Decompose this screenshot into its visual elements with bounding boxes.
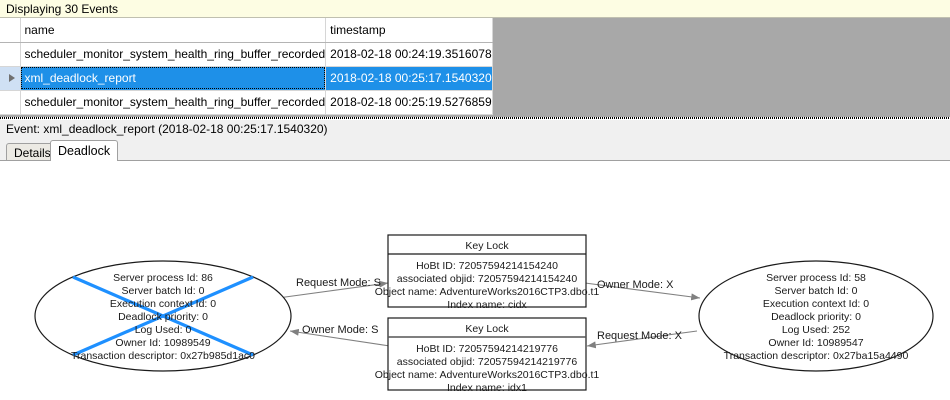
deadlock-graph-pane[interactable]: Request Mode: S Owner Mode: S Owner Mode… [0, 160, 950, 400]
resource-top-line-3: Index name: cidx [447, 299, 527, 311]
cell-name[interactable]: scheduler_monitor_system_health_ring_buf… [20, 90, 327, 115]
edge-right-owner-top: Owner Mode: X [584, 279, 701, 301]
edge-label-right-request-bottom: Request Mode: X [597, 330, 683, 342]
edge-left-request-top: Request Mode: S [277, 277, 389, 299]
edge-label-left-owner-bottom: Owner Mode: S [302, 324, 378, 336]
grid-focus-border [0, 117, 950, 119]
resource-bottom-title: Key Lock [465, 323, 509, 335]
survivor-line-5: Owner Id: 10989547 [768, 337, 863, 349]
table-row[interactable]: scheduler_monitor_system_health_ring_buf… [0, 42, 493, 67]
edge-left-owner-bottom: Owner Mode: S [289, 324, 391, 347]
edge-label-right-owner-top: Owner Mode: X [597, 279, 674, 291]
edge-right-request-bottom: Request Mode: X [586, 330, 698, 349]
resource-top-line-0: HoBt ID: 72057594214154240 [416, 260, 558, 272]
victim-line-0: Server process Id: 86 [113, 272, 213, 284]
row-selector-cell[interactable] [0, 42, 21, 67]
resource-node-top[interactable]: Key Lock HoBt ID: 72057594214154240 asso… [375, 234, 600, 311]
tab-deadlock[interactable]: Deadlock [50, 140, 119, 161]
resource-top-line-2: Object name: AdventureWorks2016CTP3.dbo.… [375, 286, 600, 298]
cell-timestamp[interactable]: 2018-02-18 00:24:19.3516078 [325, 42, 493, 67]
resource-node-bottom[interactable]: Key Lock HoBt ID: 72057594214219776 asso… [375, 317, 600, 394]
column-header-name[interactable]: name [20, 18, 327, 43]
victim-line-2: Execution context Id: 0 [110, 298, 216, 310]
current-row-arrow-icon [8, 74, 15, 82]
events-table-header-row: name timestamp [0, 18, 493, 43]
deadlock-graph-svg: Request Mode: S Owner Mode: S Owner Mode… [34, 234, 934, 394]
victim-line-3: Deadlock priority: 0 [118, 311, 208, 323]
events-grid[interactable]: name timestamp scheduler_monitor_system_… [0, 18, 950, 119]
cell-timestamp[interactable]: 2018-02-18 00:25:17.1540320 [325, 66, 493, 91]
victim-line-6: Transaction descriptor: 0x27b985d1ac0 [71, 350, 255, 362]
survivor-line-1: Server batch Id: 0 [775, 285, 858, 297]
resource-bottom-line-1: associated objid: 72057594214219776 [397, 356, 578, 368]
survivor-line-0: Server process Id: 58 [766, 272, 866, 284]
process-node-victim[interactable]: Server process Id: 86 Server batch Id: 0… [34, 260, 292, 372]
event-detail-title: Event: xml_deadlock_report (2018-02-18 0… [6, 122, 328, 136]
events-count-label: Displaying 30 Events [6, 2, 119, 16]
detail-tabstrip: Details Deadlock [0, 139, 950, 161]
resource-top-title: Key Lock [465, 240, 509, 252]
row-selector-cell[interactable] [0, 90, 21, 115]
events-count-banner: Displaying 30 Events [0, 0, 950, 18]
table-row[interactable]: xml_deadlock_report 2018-02-18 00:25:17.… [0, 66, 493, 91]
survivor-line-2: Execution context Id: 0 [763, 298, 869, 310]
column-header-timestamp[interactable]: timestamp [325, 18, 493, 43]
cell-name[interactable]: xml_deadlock_report [20, 66, 327, 91]
survivor-line-6: Transaction descriptor: 0x27ba15a4490 [724, 350, 909, 362]
row-selector-cell[interactable] [0, 66, 21, 91]
header-row-selector [0, 18, 21, 43]
resource-bottom-line-0: HoBt ID: 72057594214219776 [416, 343, 558, 355]
events-table: name timestamp scheduler_monitor_system_… [0, 18, 493, 115]
resource-bottom-line-2: Object name: AdventureWorks2016CTP3.dbo.… [375, 369, 600, 381]
survivor-line-3: Deadlock priority: 0 [771, 311, 861, 323]
cell-timestamp[interactable]: 2018-02-18 00:25:19.5276859 [325, 90, 493, 115]
victim-line-4: Log Used: 0 [135, 324, 192, 336]
resource-bottom-line-3: Index name: idx1 [447, 382, 527, 394]
survivor-line-4: Log Used: 252 [782, 324, 850, 336]
table-row[interactable]: scheduler_monitor_system_health_ring_buf… [0, 90, 493, 115]
edge-label-left-request-top: Request Mode: S [296, 277, 381, 289]
victim-line-5: Owner Id: 10989549 [115, 337, 210, 349]
victim-line-1: Server batch Id: 0 [122, 285, 205, 297]
event-detail-header: Event: xml_deadlock_report (2018-02-18 0… [0, 120, 950, 139]
process-node-survivor[interactable]: Server process Id: 58 Server batch Id: 0… [698, 260, 934, 372]
resource-top-line-1: associated objid: 72057594214154240 [397, 273, 578, 285]
victim-cross-icon [72, 275, 254, 357]
cell-name[interactable]: scheduler_monitor_system_health_ring_buf… [20, 42, 327, 67]
